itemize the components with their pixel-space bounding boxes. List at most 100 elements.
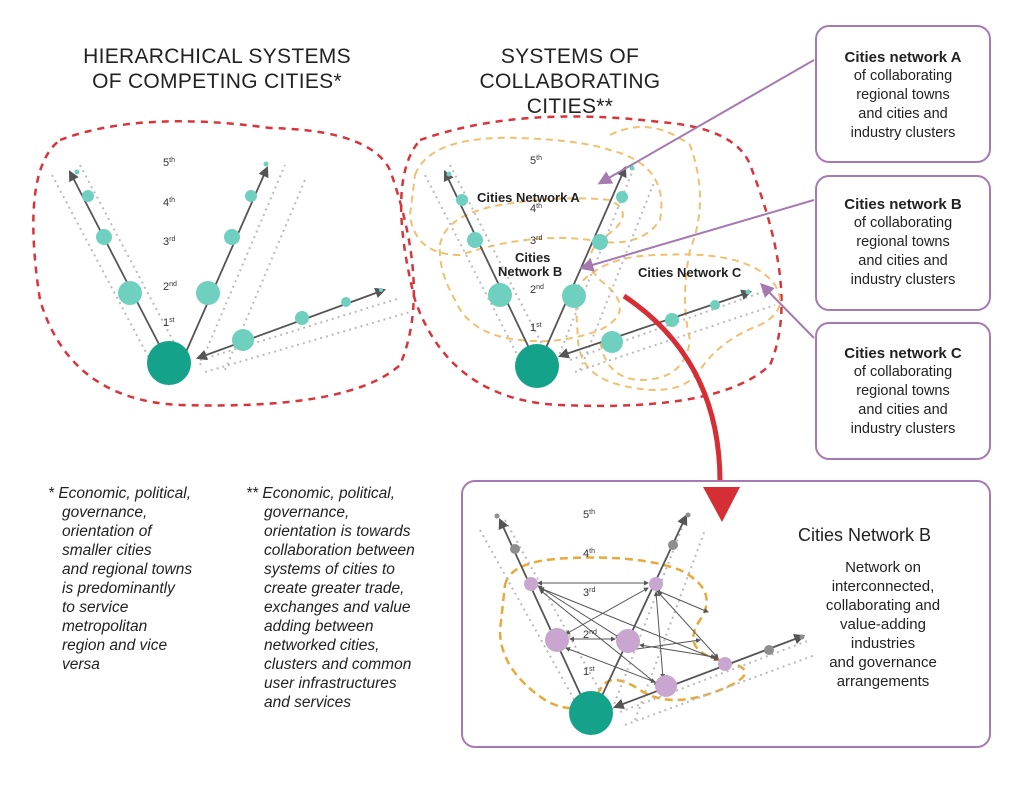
detail-box-network-b: Cities Network B Network on interconnect… [461,480,991,748]
order-label-first: 1st [530,322,542,334]
order-label-third: 3rd [583,587,595,599]
title-collaborating-line1: SYSTEMS OF [500,45,640,68]
city-node [96,229,112,245]
footnote-line: region and vice [62,637,168,654]
grey-node [685,512,691,518]
footnote-line: governance, [62,504,148,521]
order-label-third: 3rd [163,236,175,248]
footnote-line: and regional towns [62,561,193,578]
city-node [665,313,679,327]
network-c-label: Cities Network C [638,265,742,280]
callout-a-title: Cities network A [844,49,962,66]
detail-description: Network on interconnected, collaborating… [798,558,968,691]
city-node [562,284,586,308]
city-node [379,288,383,292]
network-loop-boundary [599,126,701,382]
zoom-arrow [622,293,723,483]
network-b-label-line1: Cities [515,250,550,265]
collab-node [655,675,677,697]
detail-line: collaborating and [825,597,941,614]
callout-a-line: of collaborating [853,68,953,84]
footnote-line: governance, [264,504,350,521]
footnote-line: metropolitan [62,618,148,635]
city-node [745,289,751,295]
collab-node [545,628,569,652]
title-competing-line2: OF COMPETING CITIES* [92,70,342,93]
footnote-line: orientation is towards [264,523,411,540]
title-competing-line1: HIERARCHICAL SYSTEMS [83,45,351,68]
footnote-collaborating: ** Economic, political, governance, orie… [246,484,456,712]
metropolitan-hub [515,344,559,388]
order-label-fourth: 4th [163,197,175,209]
footnote-line: smaller cities [62,542,152,559]
callout-b-line: industry clusters [850,272,956,288]
city-node [467,232,483,248]
city-node [341,297,351,307]
callout-box-network-b: Cities network B of collaborating region… [815,175,991,311]
collab-node [649,577,663,591]
city-node [245,190,257,202]
collaborating-boundary [399,115,783,408]
order-label-fifth: 5th [163,157,175,169]
footnote-line: collaboration between [264,542,415,559]
footnote-line: user infrastructures [264,675,397,692]
detail-network-boundary [498,556,746,710]
order-label-fourth: 4th [530,203,542,215]
callout-a-line: regional towns [856,87,950,103]
hierarchical-system: 5th 4th 3rd 2nd 1st [32,120,416,407]
corridor-guides [51,164,411,373]
network-a-label: Cities Network A [477,190,580,205]
footnote-line: create greater trade, [264,580,405,597]
footnote-competing: * Economic, political, governance, orien… [48,484,238,674]
detail-line: industries [850,635,916,652]
collab-node [718,657,732,671]
city-node [592,234,608,250]
title-collaborating-cities: SYSTEMS OF COLLABORATING CITIES** [440,44,700,119]
city-node [74,169,80,175]
grey-node [668,540,678,550]
title-collaborating-line2: COLLABORATING CITIES** [479,70,661,118]
footnote-line: systems of cities to [264,561,395,578]
collab-node [524,577,538,591]
callout-a-line: industry clusters [850,125,956,141]
city-node [456,194,468,206]
detail-line: arrangements [836,673,930,690]
city-node [710,300,720,310]
network-b-label-line2: Network B [498,264,562,279]
footnote-line: versa [62,656,100,673]
footnote-line: to service [62,599,129,616]
city-node [263,161,269,167]
network-b-detail: 5th 4th 3rd 2nd 1st [479,509,816,735]
footnote-line: networked cities, [264,637,380,654]
metropolitan-hub [569,691,613,735]
order-label-first: 1st [163,317,175,329]
callout-box-network-c: Cities network C of collaborating region… [815,322,991,460]
city-node [446,171,452,177]
order-label-third: 3rd [530,235,542,247]
collab-node [616,629,640,653]
hierarchy-links [69,166,387,361]
callout-box-network-a: Cities network A of collaborating region… [815,25,991,163]
city-node [196,281,220,305]
footnote-line: and services [264,694,352,711]
callout-arrows [579,59,815,339]
callout-a-line: and cities and [858,106,948,122]
footnote-line: ** Economic, political, [246,485,396,502]
city-node [488,283,512,307]
city-node [232,329,254,351]
footnote-line: orientation of [62,523,152,540]
callout-b-line: and cities and [858,253,948,269]
footnote-line: adding between [264,618,374,635]
callout-c-title: Cities network C [844,345,962,362]
detail-exchange-links [537,580,719,686]
city-node [118,281,142,305]
detail-line: interconnected, [831,578,935,595]
order-label-fifth: 5th [530,155,542,167]
order-label-second: 2nd [583,629,597,641]
callout-c-line: industry clusters [850,421,956,437]
network-b-boundary [438,197,624,343]
footnote-line: clusters and common [264,656,412,673]
order-label-fifth: 5th [583,509,595,521]
city-node [616,191,628,203]
